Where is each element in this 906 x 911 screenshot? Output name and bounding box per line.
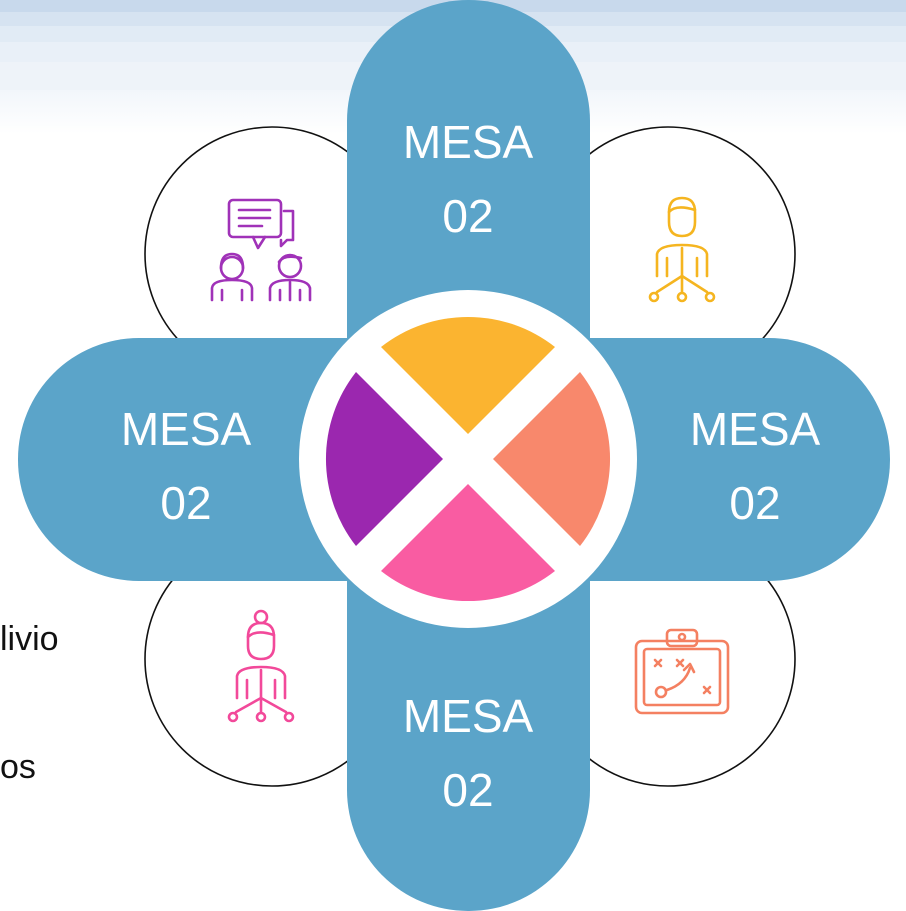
pill-left-label-line2: 02 — [160, 477, 211, 529]
side-text-fragment-2: os — [0, 748, 36, 786]
people-chat-icon — [210, 198, 312, 302]
slice-bottom — [381, 484, 555, 602]
side-text-fragment-1: livio — [0, 620, 59, 658]
pill-left-label-line1: MESA — [121, 403, 252, 455]
slice-right — [493, 372, 611, 546]
pill-top-label-line1: MESA — [403, 116, 534, 168]
pill-bottom-label-line1: MESA — [403, 690, 534, 742]
pill-bottom-label-line2: 02 — [442, 764, 493, 816]
woman-hierarchy-icon — [227, 609, 295, 723]
pill-right-label-line1: MESA — [690, 403, 821, 455]
slice-top — [381, 316, 555, 434]
slice-left — [325, 372, 443, 546]
leader-hierarchy-icon — [648, 196, 716, 303]
strategy-board-icon — [634, 628, 730, 715]
pill-right-label-line2: 02 — [729, 477, 780, 529]
center-disk — [299, 290, 637, 628]
pill-top-label-line2: 02 — [442, 190, 493, 242]
